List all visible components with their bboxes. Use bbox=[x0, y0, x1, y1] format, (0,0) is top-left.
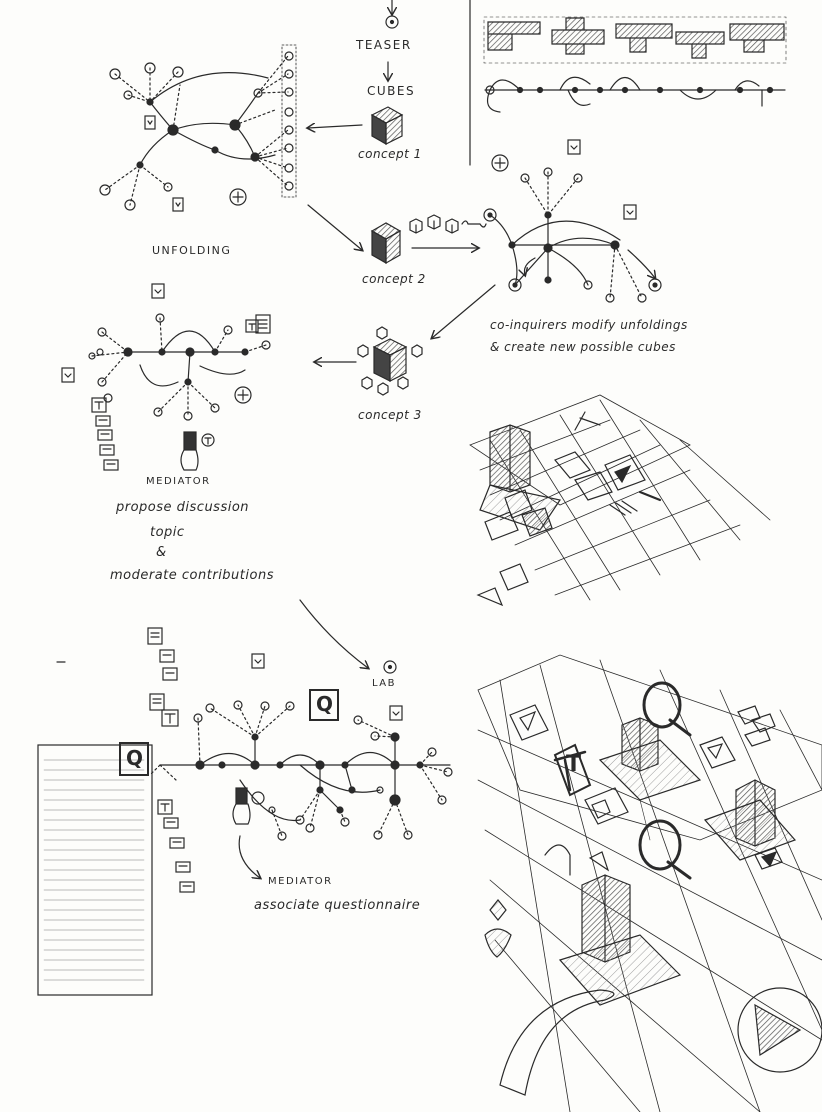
doc-icon bbox=[144, 115, 184, 212]
plus-icon bbox=[234, 386, 252, 404]
network-unfolding-1 bbox=[99, 55, 289, 211]
large-q-glyph bbox=[638, 681, 692, 880]
arrow-to-concept3 bbox=[432, 284, 496, 338]
mediator1-text-line4: moderate contributions bbox=[110, 568, 274, 583]
cube-concept3-icon bbox=[357, 326, 423, 396]
mediator-label-2: MEDIATOR bbox=[268, 876, 333, 887]
cube-concept2-icon bbox=[370, 222, 402, 265]
concept3-label: concept 3 bbox=[358, 408, 422, 422]
network-unfolding-3 bbox=[61, 283, 271, 421]
lab-label: LAB bbox=[372, 678, 397, 689]
timeline-strip bbox=[469, 0, 787, 166]
mediator1-text-line3: & bbox=[156, 545, 167, 560]
cubes-label: CUBES bbox=[367, 84, 416, 98]
network-lab bbox=[149, 700, 453, 841]
circle-column bbox=[281, 44, 297, 198]
post-stack-icon bbox=[91, 397, 119, 471]
iso-board-1 bbox=[469, 394, 771, 607]
co-inquirers-label-line1: co-inquirers modify unfoldings bbox=[490, 318, 688, 332]
arrow-to-concept2 bbox=[307, 204, 362, 250]
concept1-label: concept 1 bbox=[358, 147, 422, 161]
mediator2-text-line1: associate questionnaire bbox=[254, 898, 421, 913]
mediator-hand-icon-2 bbox=[232, 787, 265, 878]
q-box-icon bbox=[309, 689, 339, 721]
arrow-concept1 bbox=[308, 125, 363, 128]
document-panel bbox=[37, 742, 153, 996]
mediator1-text-line2: topic bbox=[150, 525, 185, 540]
doc-stack-icon bbox=[147, 627, 403, 893]
q-glyph-box: Q bbox=[316, 692, 334, 716]
concept2-label: concept 2 bbox=[362, 272, 426, 286]
q-glyph-panel: Q bbox=[126, 746, 144, 770]
mediator-label-1: MEDIATOR bbox=[146, 476, 211, 487]
teaser-flow bbox=[386, 0, 399, 80]
network-unfolding-2 bbox=[483, 139, 662, 303]
teaser-label: TEASER bbox=[356, 38, 412, 52]
t-glyph-board: T bbox=[566, 752, 582, 777]
arrow-to-lab bbox=[299, 599, 368, 668]
small-cubes-icon bbox=[409, 214, 487, 234]
iso-board-2 bbox=[477, 654, 822, 1112]
unfolding-label: UNFOLDING bbox=[152, 244, 232, 257]
co-inquirers-label-line2: & create new possible cubes bbox=[490, 340, 676, 354]
lab-icon bbox=[383, 660, 397, 674]
mediator1-text-line1: propose discussion bbox=[116, 500, 250, 515]
cube-concept1-icon bbox=[370, 106, 404, 146]
mediator-hand-icon bbox=[180, 431, 215, 471]
plus-icon bbox=[229, 188, 247, 206]
